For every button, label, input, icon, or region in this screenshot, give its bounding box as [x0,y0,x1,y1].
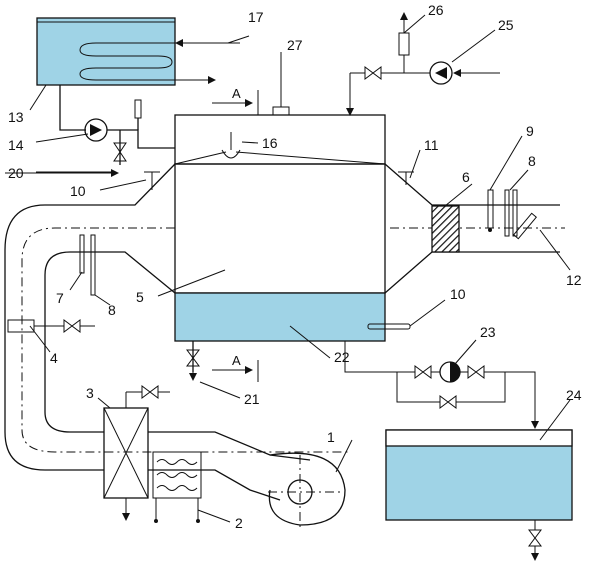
thermometer-right [367,323,411,330]
filter-heater-fan [103,385,346,530]
valve-bypass [439,395,457,409]
valve-left-drain [113,142,127,162]
section-mark-top: A [232,86,241,101]
label-20: 20 [8,165,24,181]
label-3: 3 [86,385,94,401]
label-25: 25 [498,17,514,33]
label-5: 5 [136,289,144,305]
label-23: 23 [480,324,496,340]
valve-bottom-drain [186,349,200,367]
label-22: 22 [334,349,350,365]
label-26: 26 [428,2,444,18]
label-8-left: 8 [108,302,116,318]
label-7: 7 [56,290,64,306]
label-10-left: 10 [70,183,86,199]
upper-water-tank [36,17,240,86]
label-8-right: 8 [528,153,536,169]
number-labels: 1 2 3 4 5 6 7 8 8 9 10 10 11 12 13 14 16… [8,2,582,531]
label-13: 13 [8,109,24,125]
label-6: 6 [462,169,470,185]
label-9: 9 [526,123,534,139]
label-24: 24 [566,387,582,403]
leader-lines [29,14,571,523]
label-16: 16 [262,135,278,151]
label-12: 12 [566,272,582,288]
label-1: 1 [327,429,335,445]
label-17: 17 [248,9,264,25]
collection-tank-24 [385,429,573,561]
label-11: 11 [424,137,439,153]
valve-supply [364,66,382,80]
probe-8-left [90,234,96,296]
device-26 [398,32,410,56]
probe-7 [79,234,85,274]
label-21: 21 [244,391,260,407]
pump-25 [429,61,453,85]
main-vessel [174,52,411,382]
mist-eliminator-6 [431,205,460,253]
label-4: 4 [50,350,58,366]
water-pool [174,292,386,342]
pump-25-arrow-icon [435,67,447,79]
valve-sampler [63,319,81,333]
valve-tank-24 [528,529,542,547]
heater-2 [152,451,202,499]
cooling-coil [79,42,210,81]
probe-8-right [504,189,510,237]
main-chamber [174,163,386,294]
label-14: 14 [8,137,24,153]
sensor-12 [512,212,538,240]
tank-to-pump-pipe [5,85,175,177]
inlet-duct [4,163,350,471]
spray-nozzle [221,149,241,159]
label-2: 2 [235,515,243,531]
drain-to-tank [344,341,539,429]
valve-filter [141,385,159,399]
supply-pump-line [346,12,500,116]
pump-14-arrow-icon [90,124,102,136]
label-27: 27 [287,37,303,53]
probe-9 [487,189,494,229]
label-10-right: 10 [450,286,466,302]
section-mark-bottom: A [232,353,241,368]
outlet-duct [384,163,565,294]
fan-1 [268,452,346,526]
gauge-top-left [134,99,142,119]
